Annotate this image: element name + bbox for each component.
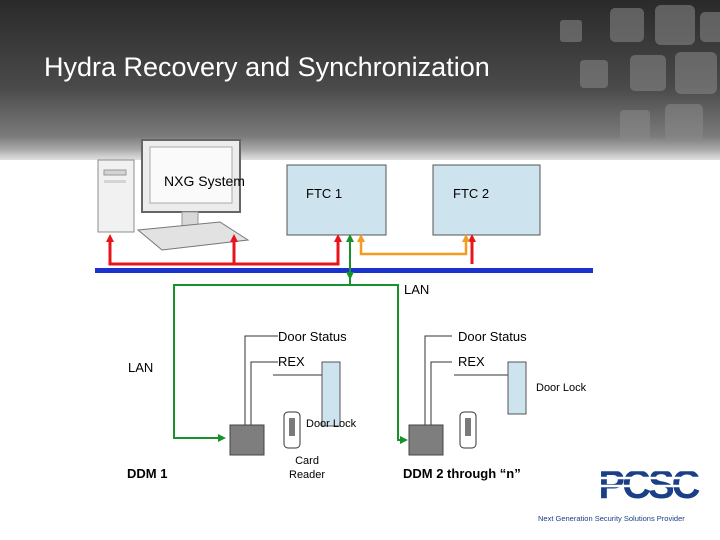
green-links <box>173 234 408 444</box>
rex-label-right: REX <box>458 354 485 369</box>
door-lock-panel-right <box>507 361 527 415</box>
door-lock-label-right: Door Lock <box>536 382 587 394</box>
lan-bus <box>95 268 593 273</box>
card-reader-icon <box>283 411 301 449</box>
signal-lines <box>244 335 508 425</box>
computer-icon <box>97 139 250 251</box>
ddm1-label: DDM 1 <box>127 466 168 481</box>
door-lock-panel-left <box>321 361 341 427</box>
ftc2-label: FTC 2 <box>453 186 490 201</box>
ddm1-box <box>229 424 265 456</box>
card-reader-label: Card Reader <box>289 454 325 482</box>
rex-label-left: REX <box>278 354 305 369</box>
ddm2-box <box>408 424 444 456</box>
card-reader-label-line2: Reader <box>289 469 326 481</box>
door-status-label-right: Door Status <box>458 329 527 344</box>
ddm2-label: DDM 2 through “n” <box>403 466 521 481</box>
pcsc-logo: PCSC <box>598 463 702 507</box>
red-links <box>106 234 476 266</box>
ftc1-box <box>286 164 387 236</box>
logo-tagline: Next Generation Security Solutions Provi… <box>538 514 685 523</box>
header-banner: Hydra Recovery and Synchronization <box>0 0 720 160</box>
door-status-label-left: Door Status <box>278 329 347 344</box>
lan-label-left: LAN <box>128 360 154 375</box>
ftc1-label: FTC 1 <box>306 186 343 201</box>
page-title: Hydra Recovery and Synchronization <box>44 52 490 82</box>
door-lock-label-middle: Door Lock <box>306 418 357 430</box>
orange-link <box>357 234 470 256</box>
card-reader-icon <box>459 411 477 449</box>
nxg-system-label: NXG System <box>164 173 245 189</box>
card-reader-label-line1: Card <box>295 455 319 467</box>
decorative-squares <box>560 5 720 142</box>
ftc2-box <box>432 164 541 236</box>
lan-label-top: LAN <box>404 282 430 297</box>
